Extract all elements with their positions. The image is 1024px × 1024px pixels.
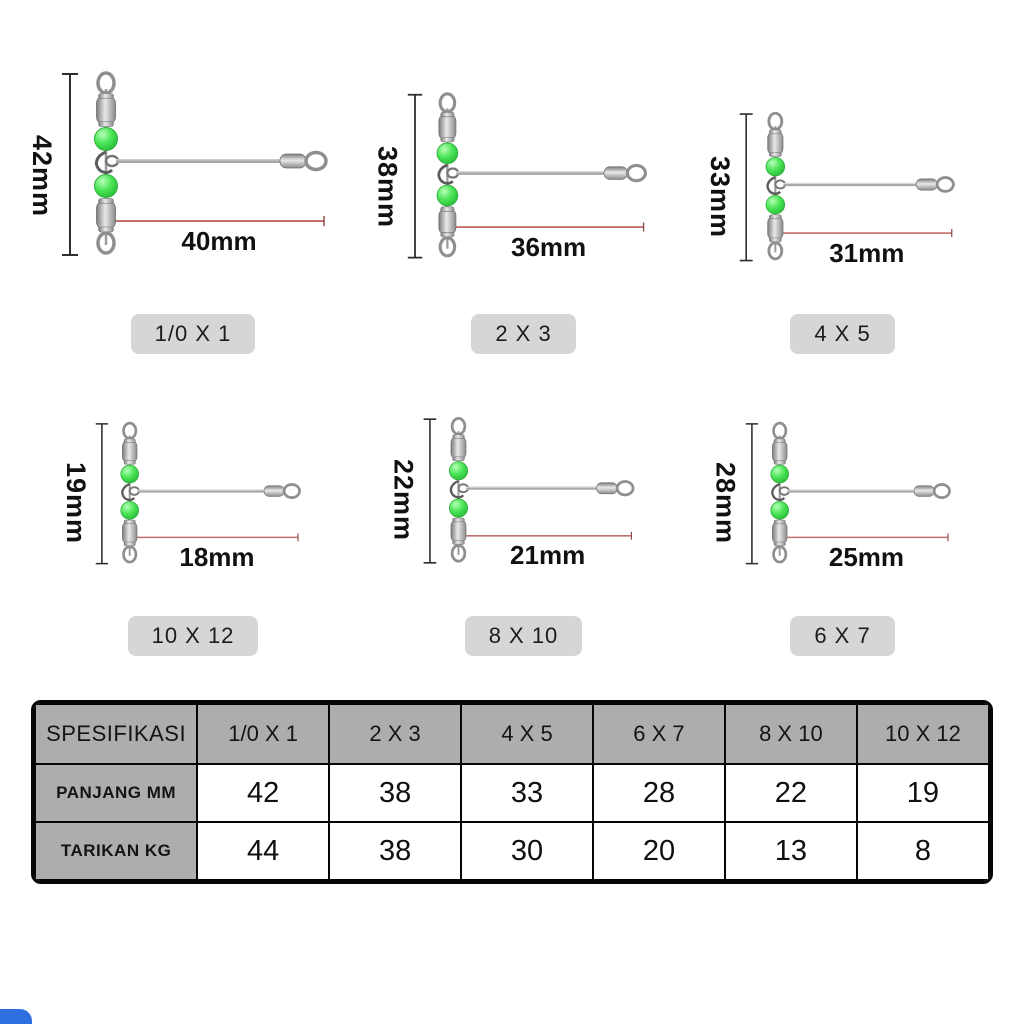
table-header-col: 6 X 7	[591, 703, 726, 765]
swivel-illustration: 36mm	[406, 90, 676, 284]
row-label-tarikan: TARIKAN KG	[34, 821, 199, 881]
table-row-panjang: PANJANG MM 42 38 33 28 22 19	[34, 763, 990, 823]
swivel-illustration: 18mm	[94, 420, 326, 586]
size-badge: 1/0 X 1	[130, 314, 256, 354]
swivel-illustration: 25mm	[744, 420, 976, 586]
table-cell: 13	[723, 821, 858, 881]
product-figure: 42mm 40mm	[26, 69, 360, 284]
row-label-panjang: PANJANG MM	[34, 763, 199, 823]
table-header-col: 2 X 3	[328, 703, 463, 765]
swivel-illustration: 21mm	[422, 415, 660, 586]
watermark-fragment	[0, 1009, 32, 1024]
size-badge: 2 X 3	[471, 314, 576, 354]
product-variant-6x7: 28mm 25mm 6 X 7	[710, 354, 976, 656]
width-dimension-label: 25mm	[828, 541, 905, 572]
product-figure: 28mm 25mm	[710, 420, 976, 586]
width-dimension-label: 40mm	[181, 225, 257, 256]
product-grid: 42mm 40mm 1/0 X 1 38mm 36mm 2 X 3 33mm 3…	[26, 0, 1024, 656]
size-badge: 6 X 7	[790, 616, 895, 656]
size-badge: 8 X 10	[464, 616, 583, 656]
spec-table: SPESIFIKASI 1/0 X 1 2 X 3 4 X 5 6 X 7 8 …	[34, 703, 990, 881]
swivel-illustration: 31mm	[738, 110, 981, 284]
product-figure: 33mm 31mm	[704, 110, 981, 284]
length-dimension-label: 19mm	[61, 461, 91, 545]
table-cell: 42	[196, 763, 331, 823]
table-cell: 28	[591, 763, 726, 823]
table-cell: 8	[855, 821, 990, 881]
length-dimension-label: 22mm	[388, 459, 419, 542]
width-dimension-label: 21mm	[510, 540, 586, 571]
table-cell: 33	[460, 763, 594, 823]
length-dimension-label: 28mm	[710, 461, 741, 545]
table-cell: 30	[460, 821, 594, 881]
length-dimension-label: 42mm	[27, 135, 57, 218]
width-dimension-label: 18mm	[179, 541, 255, 572]
length-dimension-label: 38mm	[372, 145, 403, 229]
table-header-row: SPESIFIKASI 1/0 X 1 2 X 3 4 X 5 6 X 7 8 …	[34, 703, 990, 765]
table-header-col: 8 X 10	[723, 703, 858, 765]
table-cell: 20	[591, 821, 726, 881]
table-cell: 44	[196, 821, 331, 881]
table-cell: 38	[328, 821, 463, 881]
product-variant-4x5: 33mm 31mm 4 X 5	[704, 22, 981, 354]
table-header-col: 4 X 5	[460, 703, 594, 765]
swivel-illustration: 40mm	[60, 69, 360, 284]
table-cell: 38	[328, 763, 463, 823]
product-variant-8x10: 22mm 21mm 8 X 10	[388, 354, 660, 656]
table-cell: 19	[855, 763, 990, 823]
table-cell: 22	[723, 763, 858, 823]
width-dimension-label: 31mm	[829, 237, 905, 268]
product-figure: 22mm 21mm	[388, 415, 660, 586]
length-dimension-label: 33mm	[705, 155, 735, 239]
table-row-tarikan: TARIKAN KG 44 38 30 20 13 8	[34, 821, 990, 881]
product-variant-10x12: 19mm 18mm 10 X 12	[60, 354, 326, 656]
size-badge: 4 X 5	[790, 314, 895, 354]
table-header-col: 1/0 X 1	[196, 703, 331, 765]
product-figure: 38mm 36mm	[372, 90, 676, 284]
width-dimension-label: 36mm	[511, 231, 587, 262]
product-figure: 19mm 18mm	[60, 420, 326, 586]
table-header-spesifikasi: SPESIFIKASI	[34, 703, 199, 765]
spec-table-wrapper: SPESIFIKASI 1/0 X 1 2 X 3 4 X 5 6 X 7 8 …	[31, 700, 993, 884]
product-variant-1/0x1: 42mm 40mm 1/0 X 1	[26, 22, 360, 354]
product-variant-2x3: 38mm 36mm 2 X 3	[372, 22, 676, 354]
size-badge: 10 X 12	[127, 616, 259, 656]
table-header-col: 10 X 12	[855, 703, 990, 765]
